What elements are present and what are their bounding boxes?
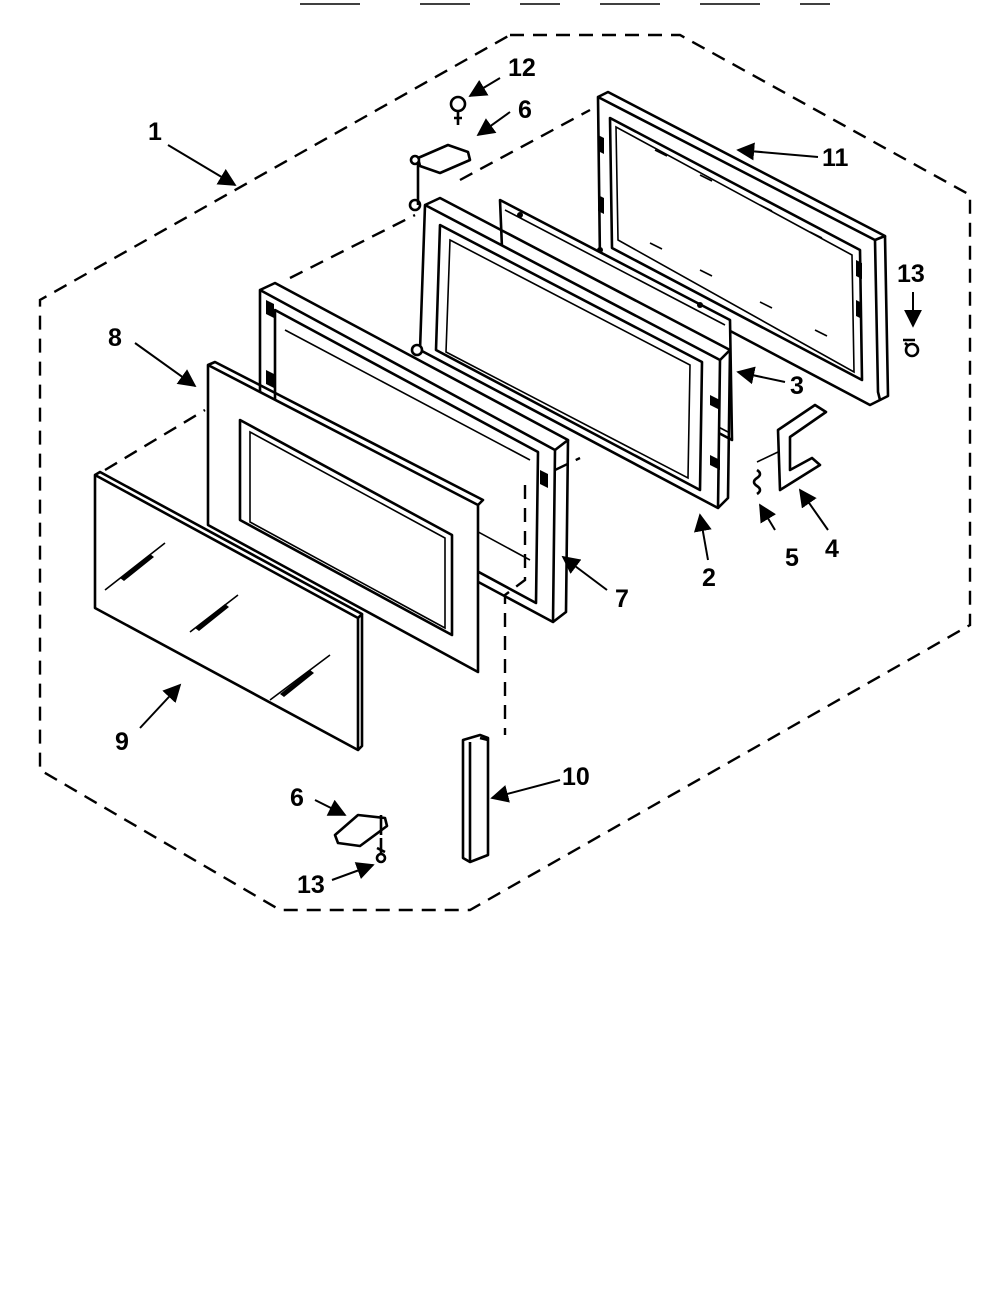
assembly-boundary (38, 33, 972, 912)
part-13-screw-right (903, 338, 920, 358)
callout-12: 12 (508, 54, 536, 82)
part-5-spring (752, 451, 779, 496)
part-2-inner-door (408, 196, 732, 510)
leader-arrows (134, 77, 922, 881)
callout-6-top: 6 (518, 96, 532, 124)
part-10-handle (461, 733, 490, 864)
part-9-outer-panel (93, 470, 364, 752)
part-6-hinge-top (409, 143, 472, 205)
callout-6-bottom: 6 (290, 784, 304, 812)
callout-13-bottom: 13 (297, 871, 325, 899)
part-13-screw-bottom (375, 838, 387, 864)
part-7-door-frame (258, 281, 570, 624)
callout-9: 9 (115, 728, 129, 756)
part-6-hinge-bottom (333, 813, 389, 848)
part-4-bracket (776, 403, 828, 492)
callout-13-right: 13 (897, 260, 925, 288)
part-8-front-frame (206, 360, 485, 674)
part-12-screw (449, 95, 467, 125)
callout-5: 5 (785, 544, 799, 572)
alignment-lines (104, 108, 591, 735)
callout-1: 1 (148, 118, 162, 146)
part-11-rear-frame (596, 90, 890, 407)
callout-7: 7 (615, 585, 629, 613)
callout-11: 11 (822, 144, 849, 172)
callout-8: 8 (108, 324, 122, 352)
callout-4: 4 (825, 535, 839, 563)
callout-10: 10 (562, 763, 590, 791)
callout-3: 3 (790, 372, 804, 400)
callout-2: 2 (702, 564, 716, 592)
